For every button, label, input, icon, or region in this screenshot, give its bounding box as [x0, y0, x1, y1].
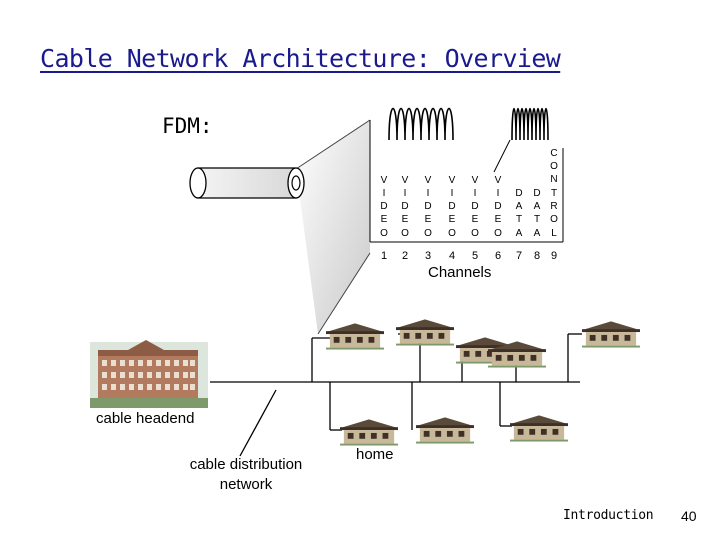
channel-number: 1 — [380, 250, 388, 262]
channel-letter: O — [471, 227, 479, 239]
channel-letter: O — [401, 227, 409, 239]
channel-letter: E — [424, 214, 432, 226]
channel-letter: A — [533, 227, 541, 239]
channel-letter: O — [550, 161, 558, 173]
footer-section-label: Introduction — [563, 508, 654, 523]
coax-cable-icon — [189, 167, 305, 199]
channel-letter: D — [471, 201, 479, 213]
channel-letter: D — [494, 201, 502, 213]
home-house-icon — [416, 417, 474, 444]
distribution-pointer-line — [239, 389, 277, 457]
channel-letter: D — [424, 201, 432, 213]
waveform-low-frequency — [388, 107, 454, 141]
home-house-icon — [340, 419, 398, 446]
channel-letter: O — [448, 227, 456, 239]
channel-letter: T — [550, 187, 558, 199]
channel-letter: E — [471, 214, 479, 226]
fdm-label: FDM: — [162, 114, 213, 138]
home-house-icon — [582, 321, 640, 348]
headend-label: cable headend — [96, 410, 195, 427]
channel-letter: D — [401, 201, 409, 213]
channel-letter: V — [401, 174, 409, 186]
channel-letter: E — [448, 214, 456, 226]
channel-letter: N — [550, 174, 558, 186]
headend-building-image — [90, 340, 208, 408]
channels-axis-label: Channels — [428, 264, 492, 281]
pointer-line — [493, 139, 511, 173]
home-house-icon — [326, 323, 384, 350]
channel-letter: E — [494, 214, 502, 226]
channel-letter: O — [424, 227, 432, 239]
channel-letter: I — [496, 187, 500, 199]
channel-letter: I — [382, 187, 386, 199]
channel-letter: O — [550, 214, 558, 226]
channel-letter: A — [515, 201, 523, 213]
channel-number: 3 — [424, 250, 432, 262]
magnification-cone — [296, 120, 370, 334]
channel-letter: A — [515, 227, 523, 239]
channel-letter: V — [380, 174, 388, 186]
channel-number: 6 — [494, 250, 502, 262]
channel-letter: V — [494, 174, 502, 186]
channel-letter: D — [515, 187, 523, 199]
channel-number: 5 — [471, 250, 479, 262]
channel-letter: T — [533, 214, 541, 226]
channel-letter: T — [515, 214, 523, 226]
channel-letter: O — [380, 227, 388, 239]
distribution-network-label: cable distribution network — [189, 456, 303, 493]
channel-letter: V — [424, 174, 432, 186]
channel-number: 9 — [550, 250, 558, 262]
channel-letter: I — [403, 187, 407, 199]
channel-number: 2 — [401, 250, 409, 262]
page-number: 40 — [681, 508, 697, 524]
channel-letter: V — [448, 174, 456, 186]
channel-letter: I — [473, 187, 477, 199]
channel-number: 7 — [515, 250, 523, 262]
home-house-icon — [396, 319, 454, 346]
channel-number: 8 — [533, 250, 541, 262]
home-label: home — [356, 446, 394, 463]
channel-letter: R — [550, 201, 558, 213]
channel-letter: V — [471, 174, 479, 186]
channel-letter: D — [448, 201, 456, 213]
channel-letter: E — [401, 214, 409, 226]
channel-number: 4 — [448, 250, 456, 262]
page-title: Cable Network Architecture: Overview — [40, 44, 561, 73]
channel-letter: L — [551, 227, 557, 239]
channel-letter: O — [494, 227, 502, 239]
channel-letter: E — [380, 214, 388, 226]
channel-letter: D — [380, 201, 388, 213]
home-house-icon — [510, 415, 568, 442]
channel-letter: I — [450, 187, 454, 199]
channel-letter: I — [426, 187, 430, 199]
channel-letter: A — [533, 201, 541, 213]
channel-letter: C — [550, 147, 558, 159]
waveform-high-frequency — [511, 107, 549, 141]
channel-letter: D — [533, 187, 541, 199]
